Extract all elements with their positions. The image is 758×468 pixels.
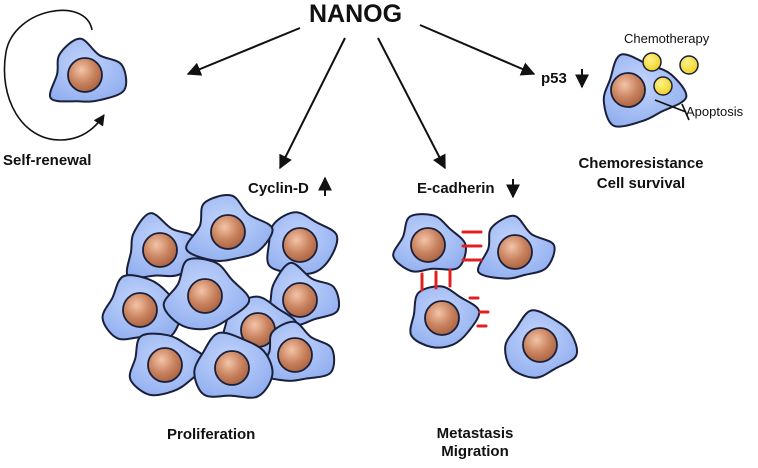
cell-nucleus [522, 327, 558, 363]
cell [125, 212, 202, 280]
cell-nucleus [67, 57, 103, 93]
self-renewal-loop-arrow [3, 9, 105, 141]
diagram-title: NANOG [309, 0, 403, 28]
cell-nucleus [187, 278, 223, 314]
cell-nucleus [282, 227, 318, 263]
chemotherapy-label: Chemotherapy [624, 31, 710, 46]
cell-nucleus [410, 227, 446, 263]
self-renewal-label: Self-renewal [3, 152, 92, 169]
metastasis-label: Metastasis [436, 425, 514, 442]
cell-nucleus [214, 350, 250, 386]
cell [476, 214, 556, 280]
cell-nucleus [210, 214, 246, 250]
nanog-arrows [186, 24, 536, 170]
cell [259, 320, 336, 382]
cell [392, 213, 467, 273]
cell [504, 309, 579, 379]
drug-particle [653, 76, 673, 96]
cell-nucleus [282, 282, 318, 318]
metastasis-cell-group [392, 213, 579, 379]
proliferation-label: Proliferation [167, 426, 256, 443]
arrow-to-e-cadherin [377, 37, 446, 170]
cell [265, 261, 341, 329]
migration-label: Migration [441, 443, 509, 460]
cell [409, 285, 481, 349]
cell-nucleus [610, 72, 646, 108]
chemoresistance-cell-group [602, 53, 688, 128]
chemoresistance-label: Chemoresistance [578, 155, 704, 172]
cell-nucleus [142, 232, 178, 268]
cell [128, 332, 209, 397]
cell-nucleus [424, 300, 460, 336]
e-cadherin-junctions [420, 230, 490, 328]
apoptosis-inhibition [654, 99, 690, 121]
regulation-arrows [318, 69, 589, 199]
cell [162, 257, 251, 331]
drug-particle [679, 55, 699, 75]
inhibition-bar [681, 103, 690, 121]
drug-particle [642, 52, 662, 72]
arrow-to-p53 [419, 24, 536, 76]
proliferation-cell-cluster [101, 194, 341, 399]
arrow-to-cyclin-d [279, 37, 346, 170]
cell [193, 331, 274, 399]
cell-survival-label: Cell survival [596, 175, 686, 192]
chemotherapy-particles [642, 52, 699, 96]
inhibition-line [654, 99, 687, 113]
self-renewal-cell-group [48, 37, 128, 103]
e-cadherin-label: E-cadherin [417, 180, 495, 197]
cell-nucleus [122, 292, 158, 328]
cell [185, 194, 274, 262]
cell-nucleus [497, 234, 533, 270]
p53-label: p53 [541, 70, 567, 87]
cell [602, 53, 688, 128]
cell-nucleus [147, 347, 183, 383]
cell-nucleus [277, 337, 313, 373]
apoptosis-label: Apoptosis [686, 104, 744, 119]
arrow-to-self-renewal [186, 27, 301, 76]
cyclin-d-label: Cyclin-D [248, 180, 309, 197]
cell [266, 211, 339, 276]
cell [48, 37, 128, 103]
